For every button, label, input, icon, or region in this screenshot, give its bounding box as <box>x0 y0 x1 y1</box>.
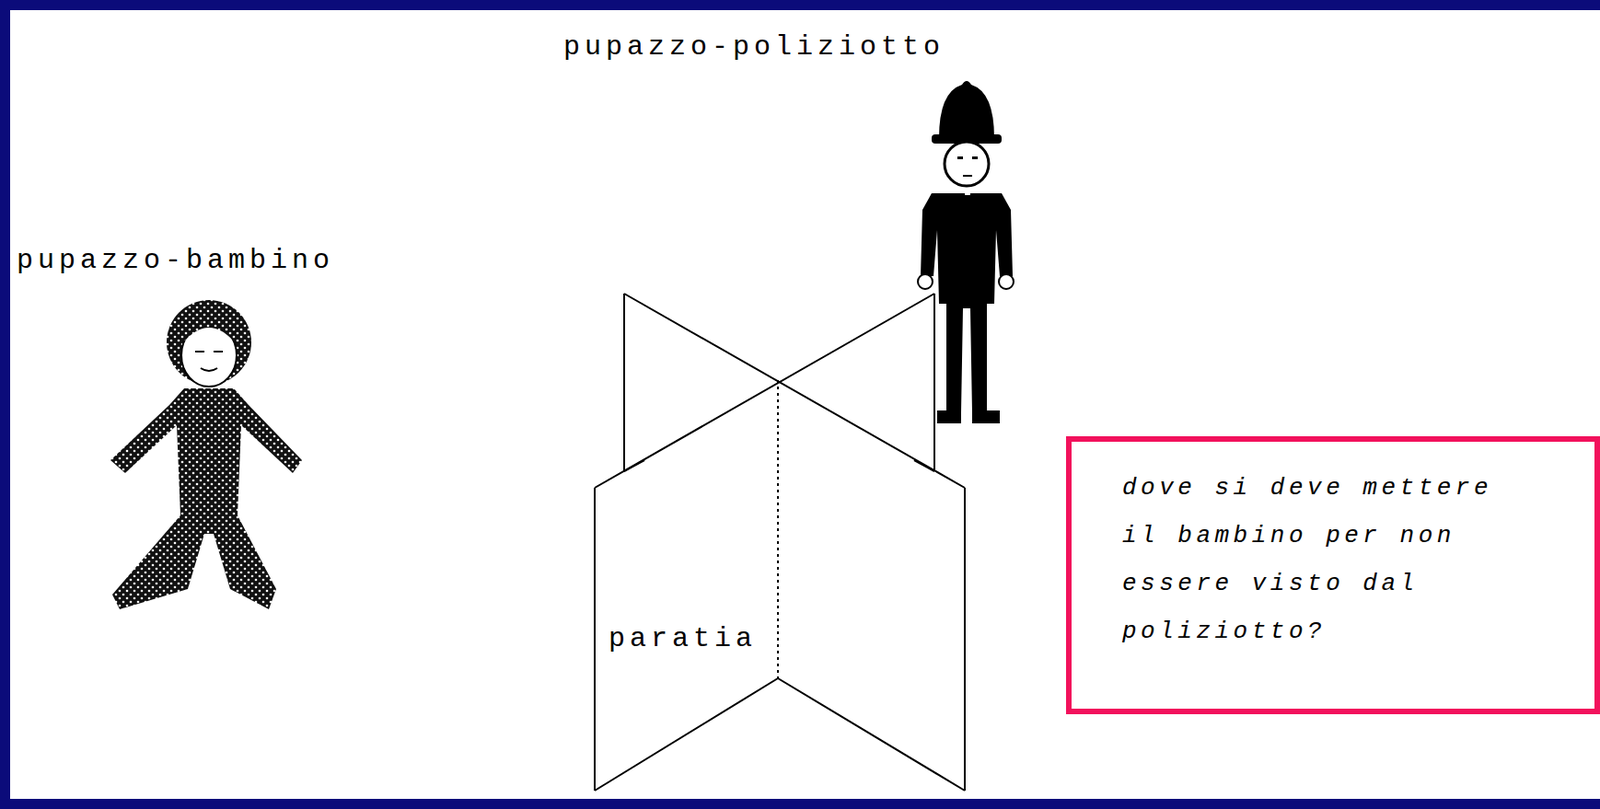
figure-label: pupazzo-bambino <box>14 245 337 277</box>
figure-label: paratia <box>606 624 759 655</box>
policeman-figure <box>917 81 1014 424</box>
screen-drawing <box>594 293 965 791</box>
figure-label: pupazzo-poliziotto <box>561 32 947 63</box>
question-text: dove si deve mettere il bambino per non … <box>1122 463 1509 656</box>
question-box: dove si deve mettere il bambino per non … <box>1066 436 1600 715</box>
child-figure <box>110 300 302 610</box>
